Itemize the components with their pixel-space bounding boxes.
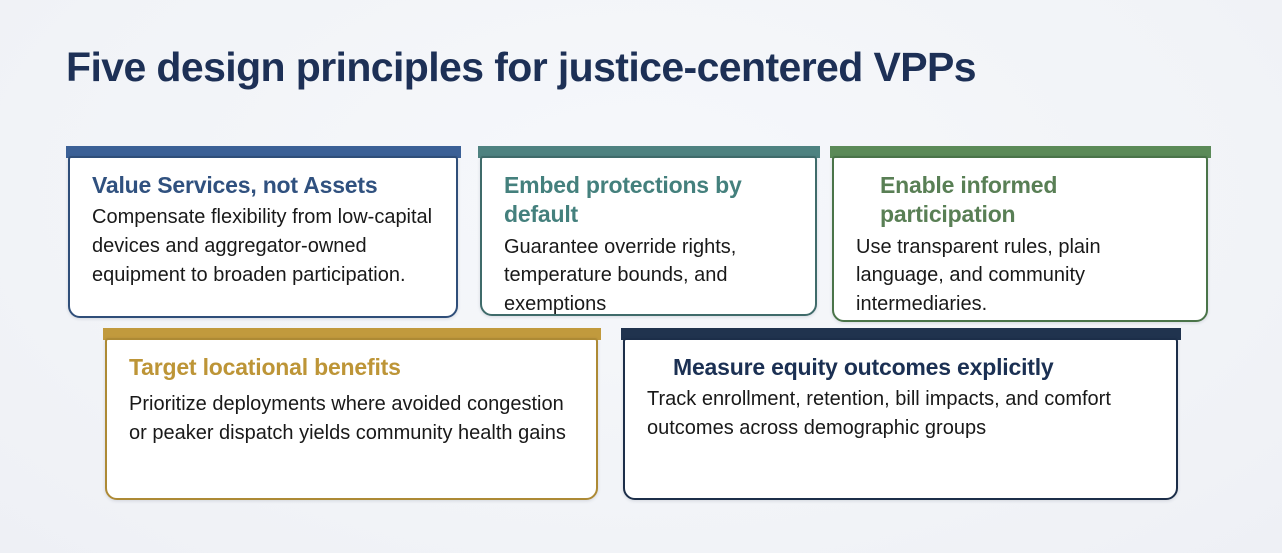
card-accent-bar [103,328,601,340]
card-title: Value Services, not Assets [92,172,378,198]
card-body: Use transparent rules, plain language, a… [856,235,1101,316]
card-measure-equity: Measure equity outcomes explicitly Track… [621,328,1181,500]
card-body: Track enrollment, retention, bill impact… [647,388,1111,440]
card-title: Target locational benefits [129,354,401,380]
card-accent-bar [621,328,1181,340]
card-panel: Value Services, not Assets Compensate fl… [68,156,458,318]
card-body: Guarantee override rights, temperature b… [504,235,737,316]
card-panel: Measure equity outcomes explicitly Track… [623,338,1178,500]
card-accent-bar [830,146,1211,158]
card-target-locational: Target locational benefits Prioritize de… [103,328,601,500]
card-enable-participation: Enable informed participation Use transp… [830,146,1211,322]
card-value-services: Value Services, not Assets Compensate fl… [66,146,461,318]
card-panel: Target locational benefits Prioritize de… [105,338,598,500]
card-embed-protections: Embed protections by default Guarantee o… [478,146,820,316]
card-panel: Enable informed participation Use transp… [832,156,1208,322]
card-body: Prioritize deployments where avoided con… [129,393,566,445]
card-body: Compensate flexibility from low-capital … [92,206,433,286]
card-panel: Embed protections by default Guarantee o… [480,156,817,316]
card-title: Measure equity outcomes explicitly [673,354,1054,380]
card-title: Enable informed participation [880,172,1058,228]
card-accent-bar [478,146,820,158]
page-title: Five design principles for justice-cente… [66,44,977,90]
card-accent-bar [66,146,461,158]
card-title: Embed protections by default [504,172,742,228]
